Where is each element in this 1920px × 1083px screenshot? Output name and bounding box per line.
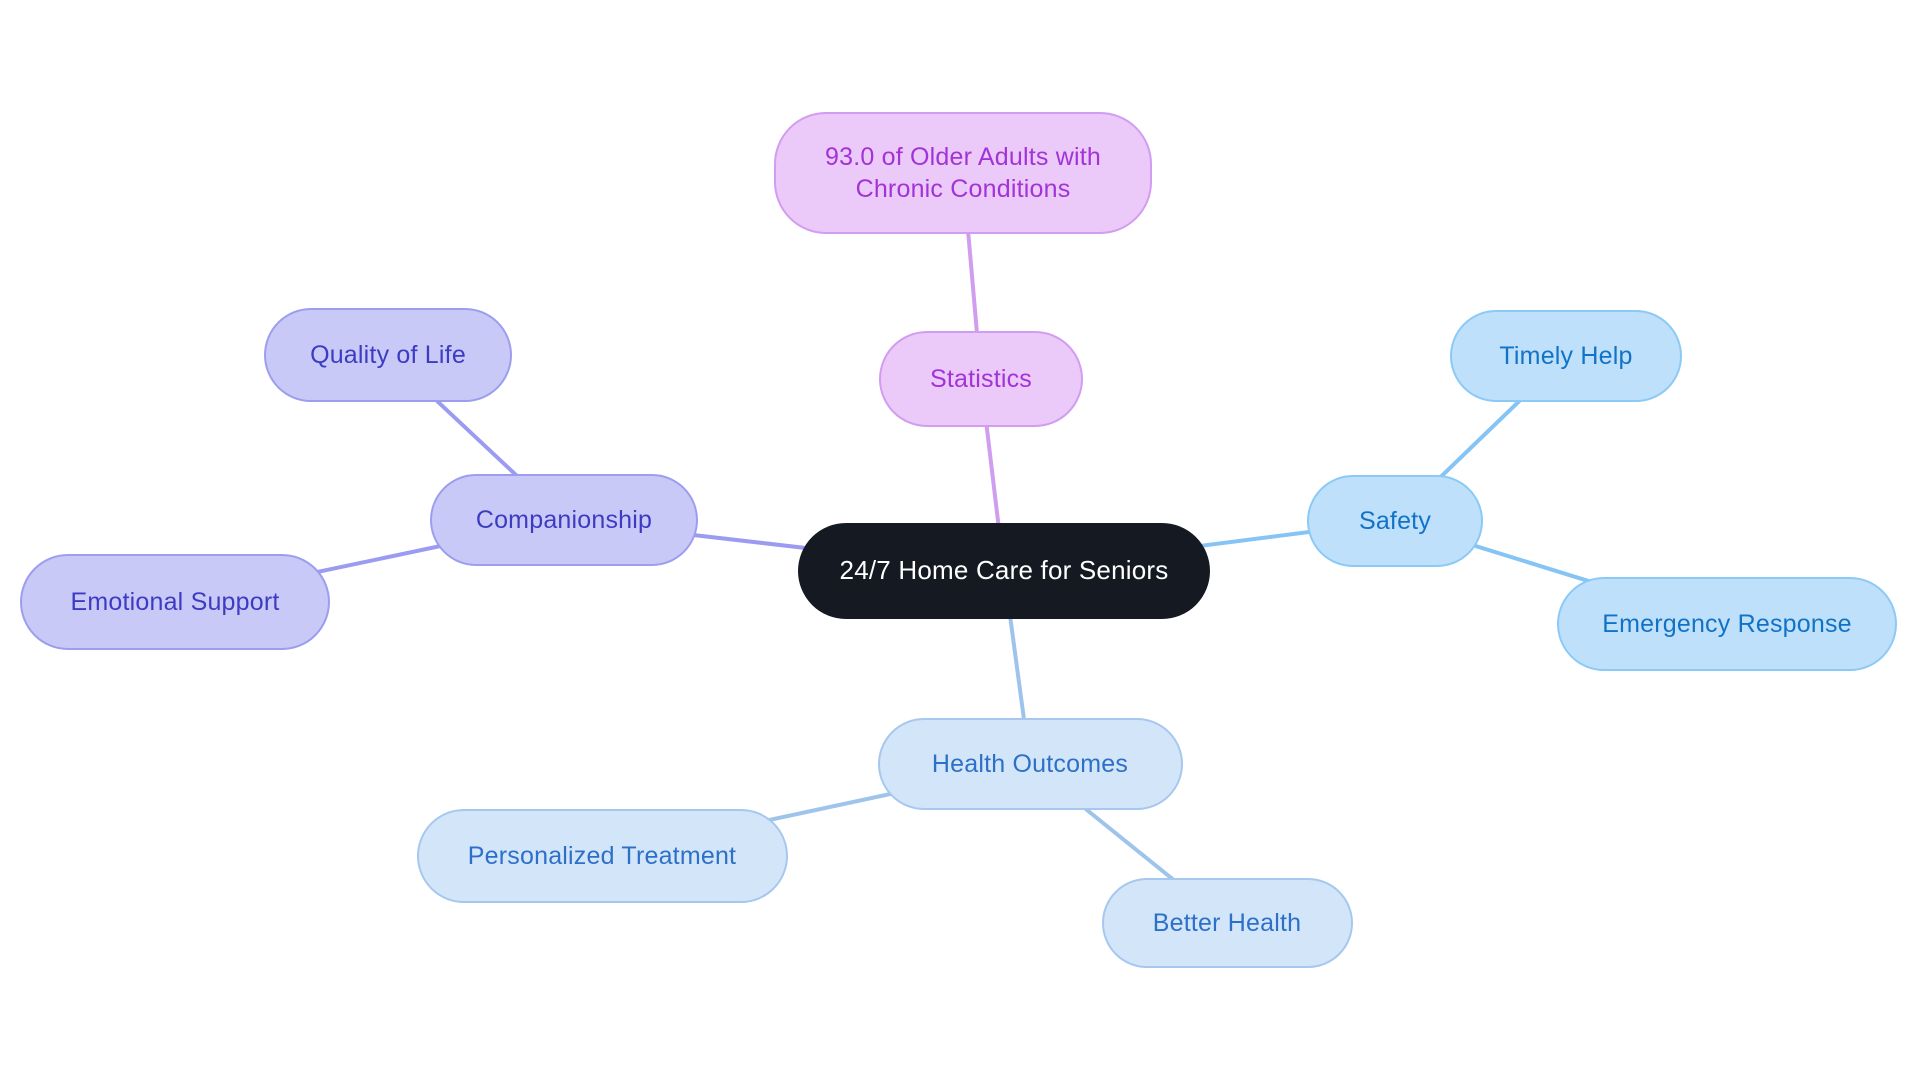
node-label: Health Outcomes [931, 749, 1129, 778]
node-label: Statistics [929, 364, 1033, 393]
node-better[interactable]: Better Health [1101, 878, 1353, 968]
node-emotional[interactable]: Emotional Support [20, 554, 330, 650]
node-label: 93.0 of Older Adults with Chronic Condit… [825, 142, 1101, 204]
node-label: Companionship [475, 505, 653, 534]
node-emergency[interactable]: Emergency Response [1557, 577, 1897, 671]
node-label: Timely Help [1499, 341, 1633, 370]
node-companionship[interactable]: Companionship [430, 474, 698, 566]
node-label: 24/7 Home Care for Seniors [839, 555, 1169, 586]
node-safety[interactable]: Safety [1307, 475, 1483, 567]
node-central[interactable]: 24/7 Home Care for Seniors [798, 523, 1210, 619]
node-label: Emergency Response [1602, 609, 1852, 638]
node-label: Personalized Treatment [467, 841, 737, 870]
node-label: Better Health [1152, 908, 1302, 937]
node-label: Quality of Life [310, 340, 466, 369]
node-personalized[interactable]: Personalized Treatment [416, 809, 788, 903]
node-label: Emotional Support [70, 587, 280, 616]
node-health[interactable]: Health Outcomes [877, 718, 1183, 810]
node-quality[interactable]: Quality of Life [264, 308, 512, 402]
node-statistics[interactable]: Statistics [879, 331, 1083, 427]
node-chronic[interactable]: 93.0 of Older Adults with Chronic Condit… [774, 112, 1152, 234]
node-timely[interactable]: Timely Help [1450, 310, 1682, 402]
node-label: Safety [1358, 506, 1432, 535]
